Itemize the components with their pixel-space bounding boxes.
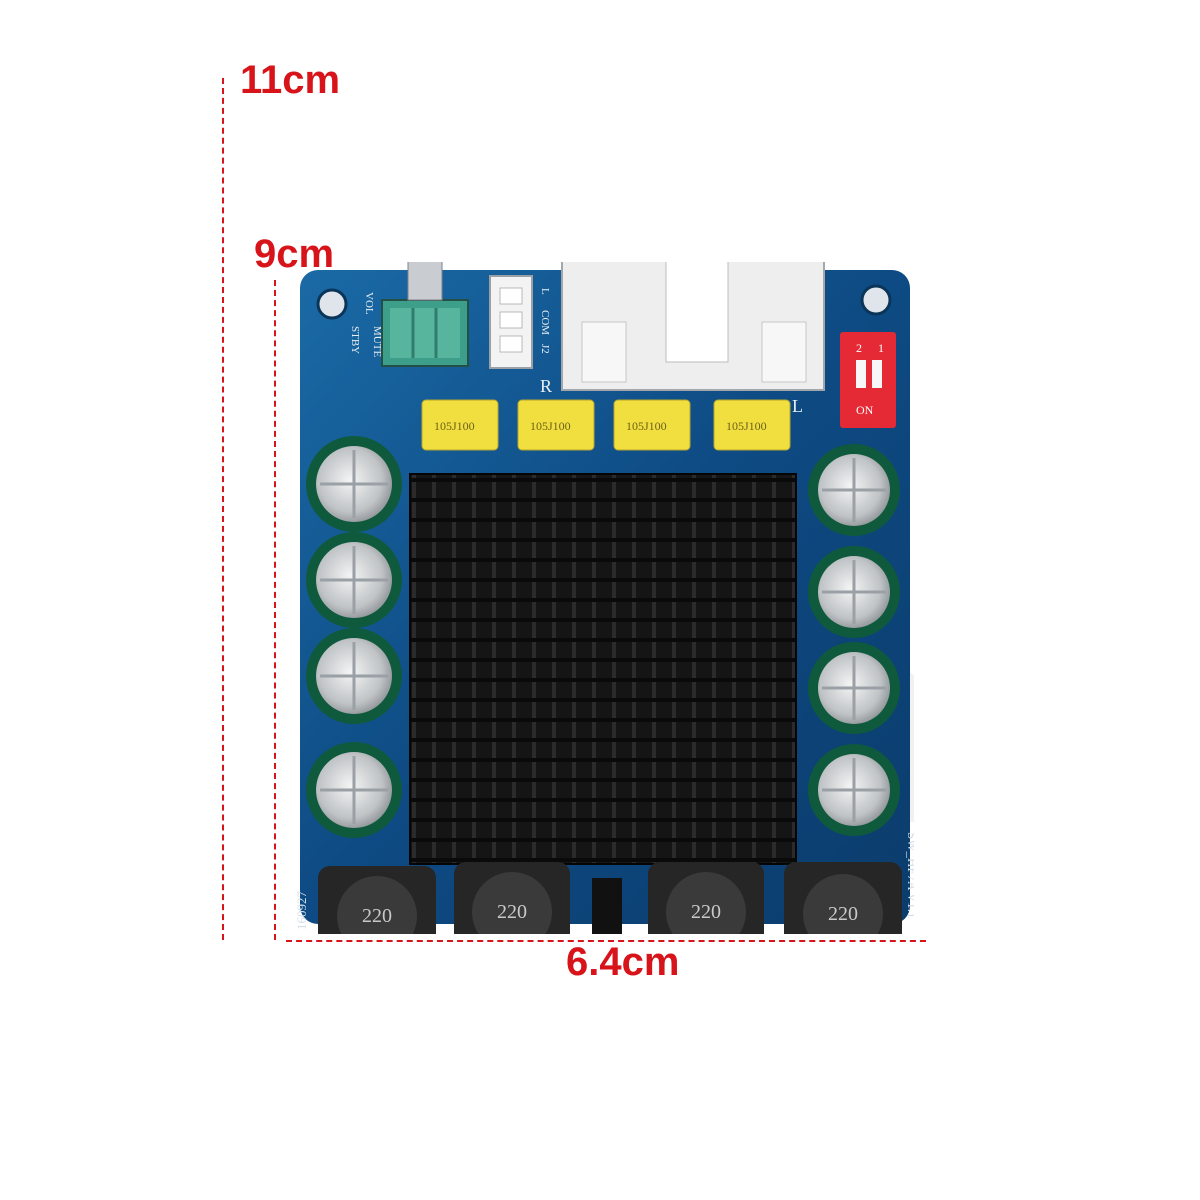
- inductor-3-label: 220: [691, 901, 721, 923]
- dip-number-2: 2: [856, 341, 862, 355]
- silkscreen-version: SW_HF7A V1.1: [905, 832, 914, 918]
- inductor-1-label: 220: [362, 905, 392, 927]
- film-capacitors: 105J100 105J100 105J100 105J100: [421, 399, 791, 451]
- inductor-2-label: 220: [497, 901, 527, 923]
- dip-switch[interactable]: ON 1 2: [840, 332, 896, 428]
- total-height-dimension-line: [222, 78, 224, 940]
- electrolytic-capacitors-right: [808, 444, 900, 836]
- stby-label: STBY: [349, 326, 361, 354]
- silkscreen-date: 160927: [294, 891, 309, 931]
- film-cap-1-label: 105J100: [434, 419, 475, 433]
- rca-input-jacks[interactable]: [561, 262, 825, 391]
- inductor-4-label: 220: [828, 903, 858, 925]
- diode: [592, 878, 622, 934]
- channel-r-mark: R: [540, 376, 552, 396]
- input-j2-label: J2: [539, 344, 551, 354]
- total-height-label: 11cm: [240, 58, 341, 102]
- input-l-label: L: [539, 288, 551, 295]
- dip-on-label: ON: [856, 403, 874, 417]
- input-com-label: COM: [539, 310, 551, 335]
- board-height-label: 9cm: [254, 232, 335, 276]
- power-inductors: 220 220 220 220: [318, 862, 902, 934]
- electrolytic-capacitors-left: [306, 436, 402, 838]
- heatsink: [409, 473, 797, 865]
- amplifier-board-connectors: [292, 262, 914, 962]
- board-height-dimension-line: [274, 280, 276, 940]
- input-header-connector[interactable]: [489, 275, 533, 369]
- amplifier-board: VOL MUTE STBY L COM J2 R L ON 1 2: [294, 262, 914, 934]
- film-cap-4-label: 105J100: [726, 419, 767, 433]
- channel-l-mark: L: [792, 396, 803, 416]
- volume-potentiometer: [381, 262, 469, 367]
- film-cap-3-label: 105J100: [626, 419, 667, 433]
- vol-label: VOL: [363, 292, 375, 315]
- board-width-label: 6.4cm: [566, 940, 680, 984]
- film-cap-2-label: 105J100: [530, 419, 571, 433]
- mute-label: MUTE: [371, 326, 383, 357]
- dip-number-1: 1: [878, 341, 884, 355]
- board-width-dimension-line: [286, 940, 926, 942]
